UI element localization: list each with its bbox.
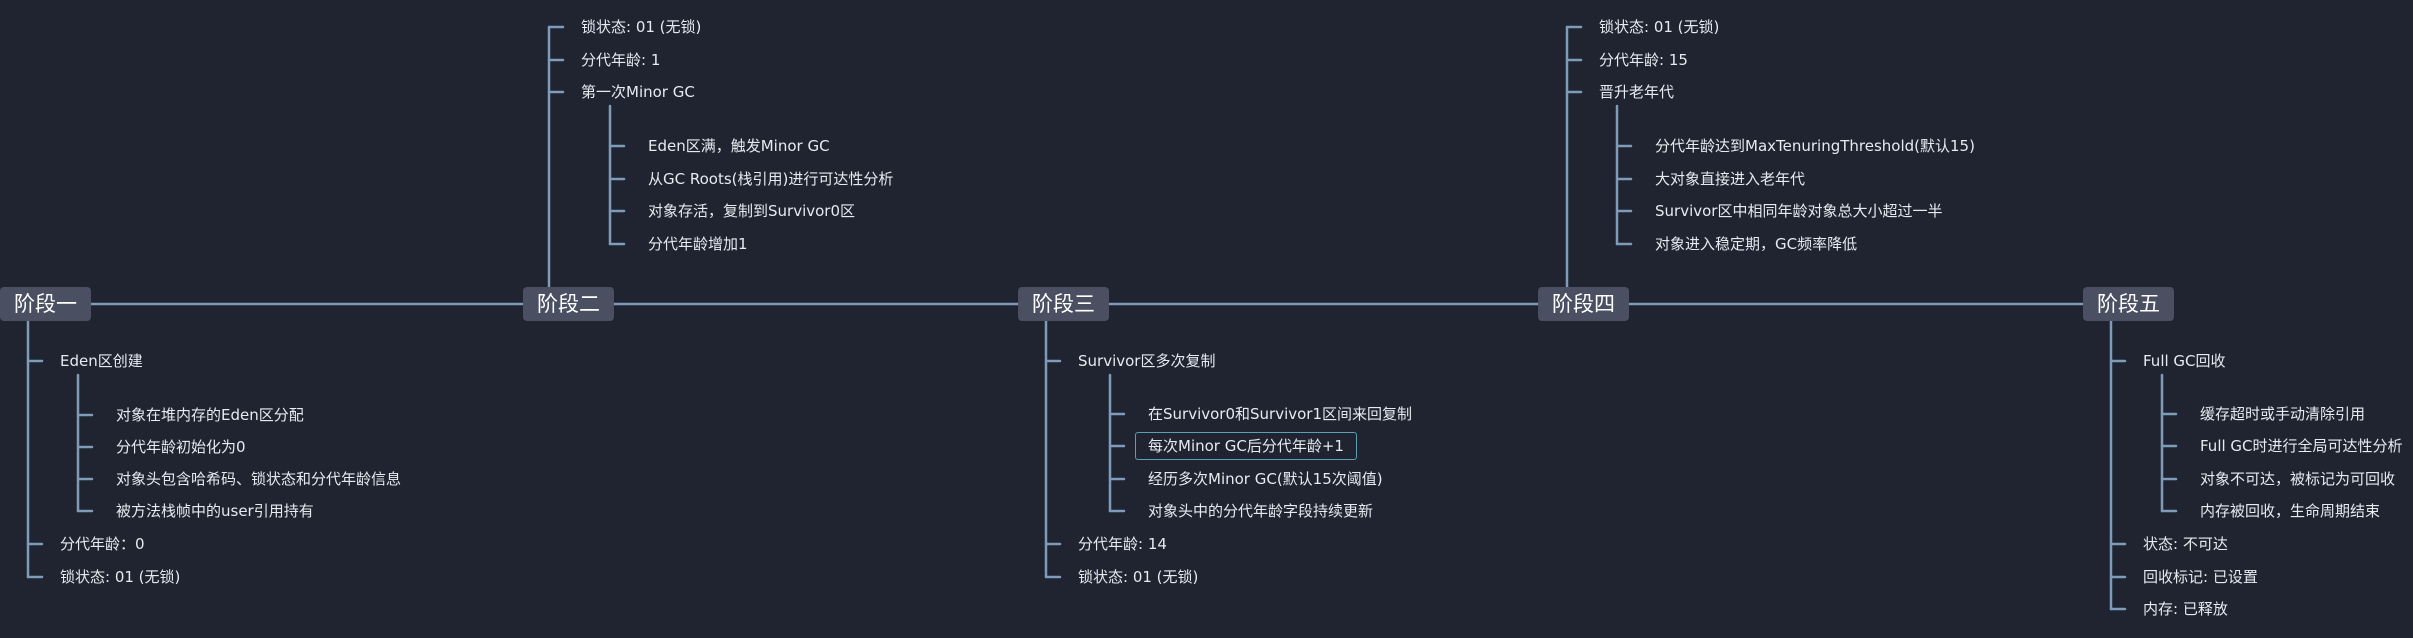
- sub-branch-item[interactable]: 内存被回收，生命周期结束: [2200, 502, 2381, 520]
- stage-node-2[interactable]: 阶段二: [523, 287, 614, 321]
- branch-item[interactable]: 第一次Minor GC: [581, 83, 695, 101]
- sub-branch-item[interactable]: 每次Minor GC后分代年龄+1: [1135, 432, 1357, 460]
- sub-branch-item[interactable]: 在Survivor0和Survivor1区间来回复制: [1148, 405, 1413, 423]
- branch-item[interactable]: 锁状态: 01 (无锁): [581, 18, 702, 36]
- branch-item[interactable]: 状态: 不可达: [2143, 535, 2228, 553]
- sub-branch-item[interactable]: 缓存超时或手动清除引用: [2200, 405, 2366, 423]
- stage-node-4[interactable]: 阶段四: [1538, 287, 1629, 321]
- sub-branch-item[interactable]: 对象在堆内存的Eden区分配: [116, 406, 304, 424]
- branch-item[interactable]: 分代年龄：0: [60, 535, 145, 553]
- sub-branch-item[interactable]: 对象头包含哈希码、锁状态和分代年龄信息: [116, 470, 402, 488]
- branch-item[interactable]: Full GC回收: [2143, 352, 2226, 370]
- sub-branch-item[interactable]: 分代年龄达到MaxTenuringThreshold(默认15): [1655, 137, 1975, 155]
- branch-item[interactable]: 分代年龄: 14: [1078, 535, 1167, 553]
- sub-branch-item[interactable]: 大对象直接进入老年代: [1655, 170, 1806, 188]
- sub-branch-item[interactable]: 对象不可达，被标记为可回收: [2200, 470, 2396, 488]
- branch-item[interactable]: 锁状态: 01 (无锁): [1078, 568, 1199, 586]
- sub-branch-item[interactable]: Full GC时进行全局可达性分析: [2200, 437, 2403, 455]
- stage-node-5[interactable]: 阶段五: [2083, 287, 2174, 321]
- sub-branch-item[interactable]: 对象进入稳定期，GC频率降低: [1655, 235, 1858, 253]
- sub-branch-item[interactable]: 分代年龄增加1: [648, 235, 748, 253]
- branch-item[interactable]: Eden区创建: [60, 352, 143, 370]
- sub-branch-item[interactable]: 从GC Roots(栈引用)进行可达性分析: [648, 170, 894, 188]
- sub-branch-item[interactable]: 对象存活，复制到Survivor0区: [648, 202, 856, 220]
- sub-branch-item[interactable]: 对象头中的分代年龄字段持续更新: [1148, 502, 1374, 520]
- stage-node-3[interactable]: 阶段三: [1018, 287, 1109, 321]
- branch-item[interactable]: 分代年龄: 1: [581, 51, 661, 69]
- branch-item[interactable]: Survivor区多次复制: [1078, 352, 1216, 370]
- sub-branch-item[interactable]: 被方法栈帧中的user引用持有: [116, 502, 314, 520]
- sub-branch-item[interactable]: 分代年龄初始化为0: [116, 438, 246, 456]
- branch-item[interactable]: 锁状态: 01 (无锁): [1599, 18, 1720, 36]
- sub-branch-item[interactable]: 经历多次Minor GC(默认15次阈值): [1148, 470, 1383, 488]
- sub-branch-item[interactable]: Survivor区中相同年龄对象总大小超过一半: [1655, 202, 1943, 220]
- branch-item[interactable]: 回收标记: 已设置: [2143, 568, 2258, 586]
- sub-branch-item[interactable]: Eden区满，触发Minor GC: [648, 137, 830, 155]
- branch-item[interactable]: 晋升老年代: [1599, 83, 1675, 101]
- branch-item[interactable]: 分代年龄: 15: [1599, 51, 1688, 69]
- branch-item[interactable]: 锁状态: 01 (无锁): [60, 568, 181, 586]
- stage-node-1[interactable]: 阶段一: [0, 287, 91, 321]
- branch-item[interactable]: 内存: 已释放: [2143, 600, 2228, 618]
